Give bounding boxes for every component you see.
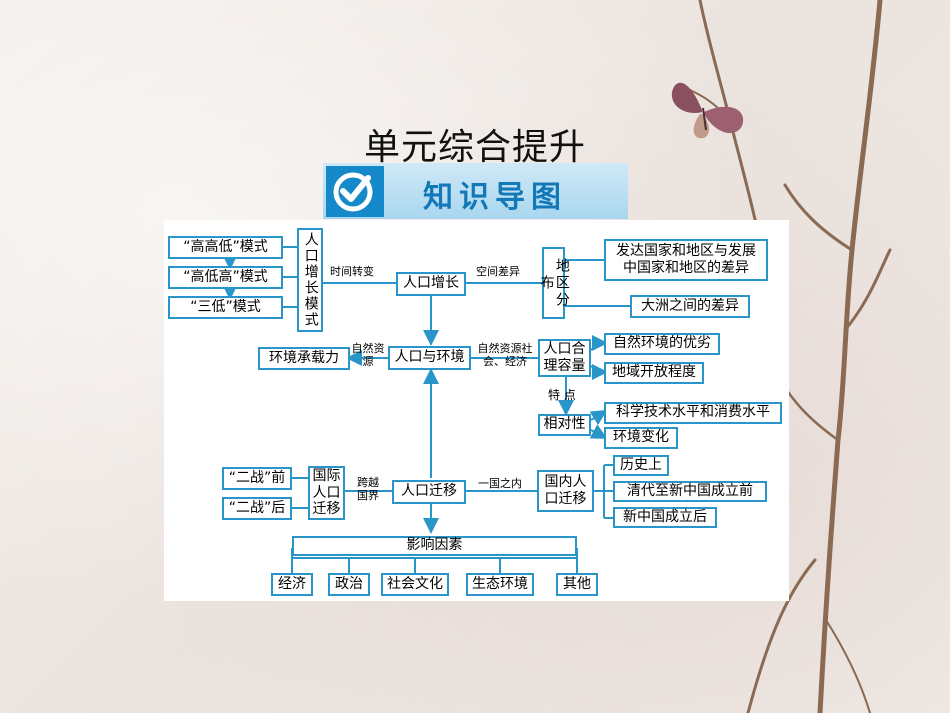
- qing-to-prc-founding: 清代至新中国成立前: [613, 481, 767, 502]
- factor-economy: 经济: [271, 573, 313, 596]
- model-high-low-high: “高低高”模式: [168, 266, 283, 289]
- science-tech-consumption: 科学技术水平和消费水平: [604, 402, 782, 424]
- regional-distribution-box: 地区分布: [539, 247, 570, 319]
- label-within-country: 一国之内: [478, 477, 522, 490]
- growth-models-text: 人口增长模式: [302, 232, 319, 328]
- page-title: 单元综合提升: [363, 127, 586, 168]
- label-natural-resources: 自然资源: [351, 342, 385, 368]
- factor-other: 其他: [556, 573, 598, 596]
- factor-politics: 政治: [328, 573, 370, 596]
- influencing-factors: 影响因素: [292, 536, 577, 556]
- before-ww2: “二战”前: [222, 467, 292, 490]
- population-growth: 人口增长: [396, 272, 466, 296]
- natural-environment-quality: 自然环境的优劣: [604, 333, 720, 355]
- label-feature: 特 点: [548, 388, 576, 402]
- historically: 历史上: [613, 455, 669, 476]
- growth-models-box: 人口增长模式: [297, 228, 323, 332]
- population-migration: 人口迁移: [392, 480, 466, 504]
- check-badge-icon: [326, 166, 384, 217]
- label-time-change: 时间转变: [330, 265, 374, 278]
- domestic-migration: 国内人口迁移: [537, 470, 594, 512]
- label-nat-res-socio-econ: 自然资源社会、经济: [477, 342, 533, 368]
- regional-openness: 地域开放程度: [604, 362, 704, 384]
- reasonable-population-capacity: 人口合理容量: [538, 339, 591, 377]
- regional-distribution-text: 地区分布: [538, 257, 570, 309]
- butterfly-icon: [671, 82, 744, 139]
- banner-title: 知识导图: [423, 180, 567, 215]
- environmental-carrying-capacity: 环境承载力: [258, 347, 350, 370]
- after-ww2: “二战”后: [222, 497, 292, 520]
- population-and-environment: 人口与环境: [388, 346, 471, 370]
- label-spatial-difference: 空间差异: [476, 265, 520, 278]
- relativity: 相对性: [538, 414, 591, 436]
- model-three-low: “三低”模式: [168, 296, 283, 319]
- developed-vs-developing-diff: 发达国家和地区与发展中国家和地区的差异: [604, 239, 768, 281]
- after-prc-founding: 新中国成立后: [613, 507, 717, 528]
- international-migration: 国际人口迁移: [308, 466, 345, 520]
- factor-ecology: 生态环境: [466, 573, 534, 596]
- label-cross-border: 跨越国界: [357, 476, 379, 502]
- factor-social-culture: 社会文化: [381, 573, 449, 596]
- model-high-high-low: “高高低”模式: [168, 236, 283, 259]
- continent-diff: 大洲之间的差异: [630, 295, 750, 318]
- environmental-change: 环境变化: [604, 427, 678, 449]
